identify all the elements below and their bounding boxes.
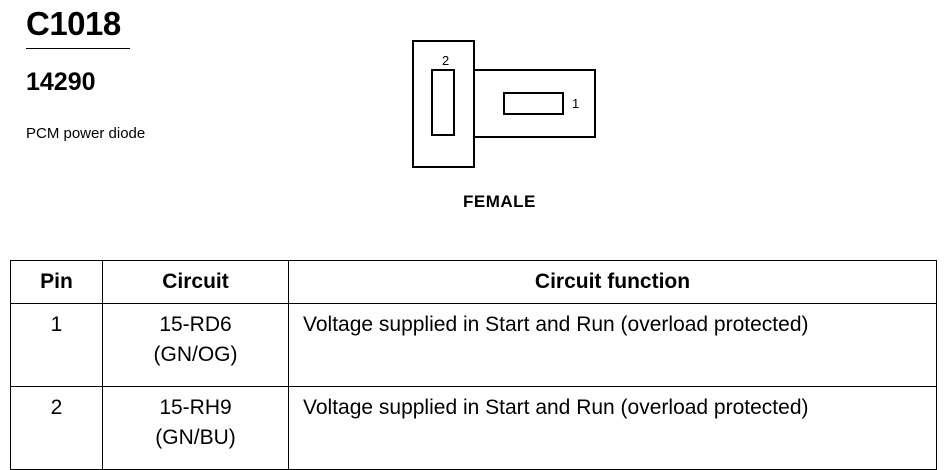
- pin-1-label: 1: [572, 96, 579, 111]
- circuit-id: 15-RH9: [159, 396, 232, 419]
- pin-table: Pin Circuit Circuit function 1 15-RD6 (G…: [10, 260, 937, 470]
- cell-circuit: 15-RH9 (GN/BU): [102, 386, 289, 470]
- circuit-color: (GN/BU): [155, 426, 236, 449]
- header-pin: Pin: [10, 260, 103, 304]
- view-label: FEMALE: [463, 192, 536, 211]
- connector-description: PCM power diode: [26, 125, 146, 142]
- cell-function: Voltage supplied in Start and Run (overl…: [288, 386, 937, 470]
- table-header-row: Pin Circuit Circuit function: [10, 260, 937, 304]
- cell-function: Voltage supplied in Start and Run (overl…: [288, 303, 937, 387]
- cell-pin: 2: [10, 386, 103, 470]
- connector-face-diagram: 2 1: [412, 40, 596, 168]
- connector-id: C1018: [26, 5, 121, 42]
- title-underline: [26, 48, 130, 49]
- pin-1-cavity: [503, 92, 564, 115]
- table-row: 2 15-RH9 (GN/BU) Voltage supplied in Sta…: [10, 386, 937, 470]
- cell-pin: 1: [10, 303, 103, 387]
- header-circuit: Circuit: [102, 260, 289, 304]
- cell-circuit: 15-RD6 (GN/OG): [102, 303, 289, 387]
- pin-2-label: 2: [442, 53, 449, 68]
- part-number: 14290: [26, 68, 96, 96]
- circuit-color: (GN/OG): [153, 343, 238, 366]
- header-circuit-function: Circuit function: [288, 260, 937, 304]
- table-row: 1 15-RD6 (GN/OG) Voltage supplied in Sta…: [10, 303, 937, 387]
- pin-2-cavity: [431, 69, 455, 136]
- circuit-id: 15-RD6: [159, 313, 232, 336]
- connector-body-right: [473, 69, 596, 138]
